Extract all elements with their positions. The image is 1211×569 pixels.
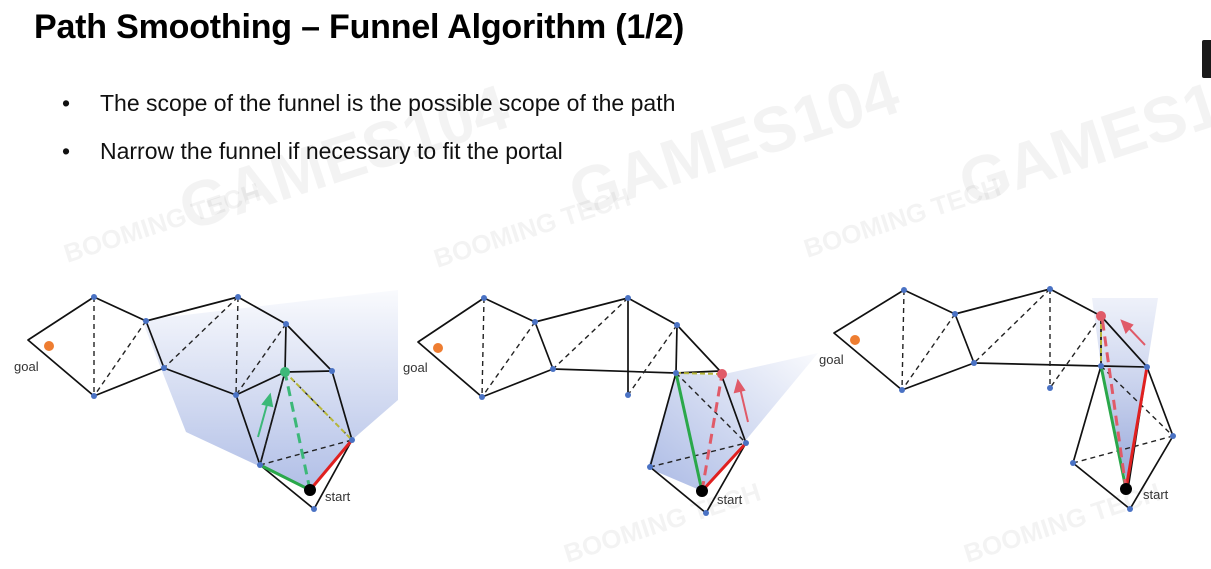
goal-label: goal bbox=[14, 359, 39, 374]
mesh-vertices bbox=[91, 294, 355, 512]
probe-edge bbox=[1100, 316, 1128, 490]
watermark: BOOMING TECH bbox=[430, 182, 635, 275]
funnel-right-edge bbox=[700, 441, 748, 493]
mesh-vertices bbox=[899, 286, 1176, 512]
slide-title: Path Smoothing – Funnel Algorithm (1/2) bbox=[34, 8, 685, 46]
panel-2: goal start bbox=[403, 295, 818, 516]
direction-arrow bbox=[1120, 319, 1146, 346]
funnel-diagram: goal start bbox=[14, 286, 1176, 516]
funnel-left-edge bbox=[674, 372, 704, 492]
goal-marker bbox=[433, 343, 443, 353]
funnel-right-edge bbox=[1124, 366, 1149, 490]
watermark: GAMES104 bbox=[950, 44, 1211, 220]
panel-3: goal start bbox=[819, 286, 1176, 512]
goal-marker bbox=[44, 341, 54, 351]
goal-marker bbox=[850, 335, 860, 345]
funnel-left-edge bbox=[259, 463, 311, 492]
bullet-item: • The scope of the funnel is the possibl… bbox=[62, 86, 675, 134]
funnel-right-edge bbox=[308, 439, 354, 491]
panel-1: goal start bbox=[14, 290, 398, 512]
apex-point bbox=[1096, 311, 1106, 321]
start-marker bbox=[1120, 483, 1132, 495]
bullet-text: The scope of the funnel is the possible … bbox=[100, 90, 676, 116]
watermark: BOOMING TECH bbox=[60, 177, 265, 270]
slide-edge-tab bbox=[1202, 40, 1211, 78]
funnel-region bbox=[1092, 298, 1158, 489]
start-label: start bbox=[717, 492, 743, 507]
mesh-internal-edges bbox=[901, 288, 1174, 464]
funnel-region bbox=[142, 290, 398, 490]
mesh-internal-edges bbox=[93, 296, 353, 466]
direction-arrow bbox=[733, 378, 749, 423]
bullet-text: Narrow the funnel if necessary to fit th… bbox=[100, 138, 563, 164]
bullet-icon: • bbox=[62, 138, 71, 164]
probe-edge bbox=[700, 373, 724, 492]
goal-label: goal bbox=[819, 352, 844, 367]
start-marker bbox=[696, 485, 708, 497]
bullet-item: • Narrow the funnel if necessary to fit … bbox=[62, 134, 675, 182]
bullet-list: • The scope of the funnel is the possibl… bbox=[62, 86, 675, 182]
probe-edge bbox=[283, 371, 312, 491]
bullet-icon: • bbox=[62, 90, 71, 116]
start-label: start bbox=[1143, 487, 1169, 502]
direction-arrow bbox=[257, 392, 274, 438]
watermark: BOOMING TECH bbox=[800, 172, 1005, 265]
apex-point bbox=[717, 369, 727, 379]
apex-point bbox=[280, 367, 290, 377]
mesh-internal-edges bbox=[481, 297, 747, 468]
start-label: start bbox=[325, 489, 351, 504]
mesh-vertices bbox=[479, 295, 749, 516]
goal-label: goal bbox=[403, 360, 428, 375]
start-marker bbox=[304, 484, 316, 496]
